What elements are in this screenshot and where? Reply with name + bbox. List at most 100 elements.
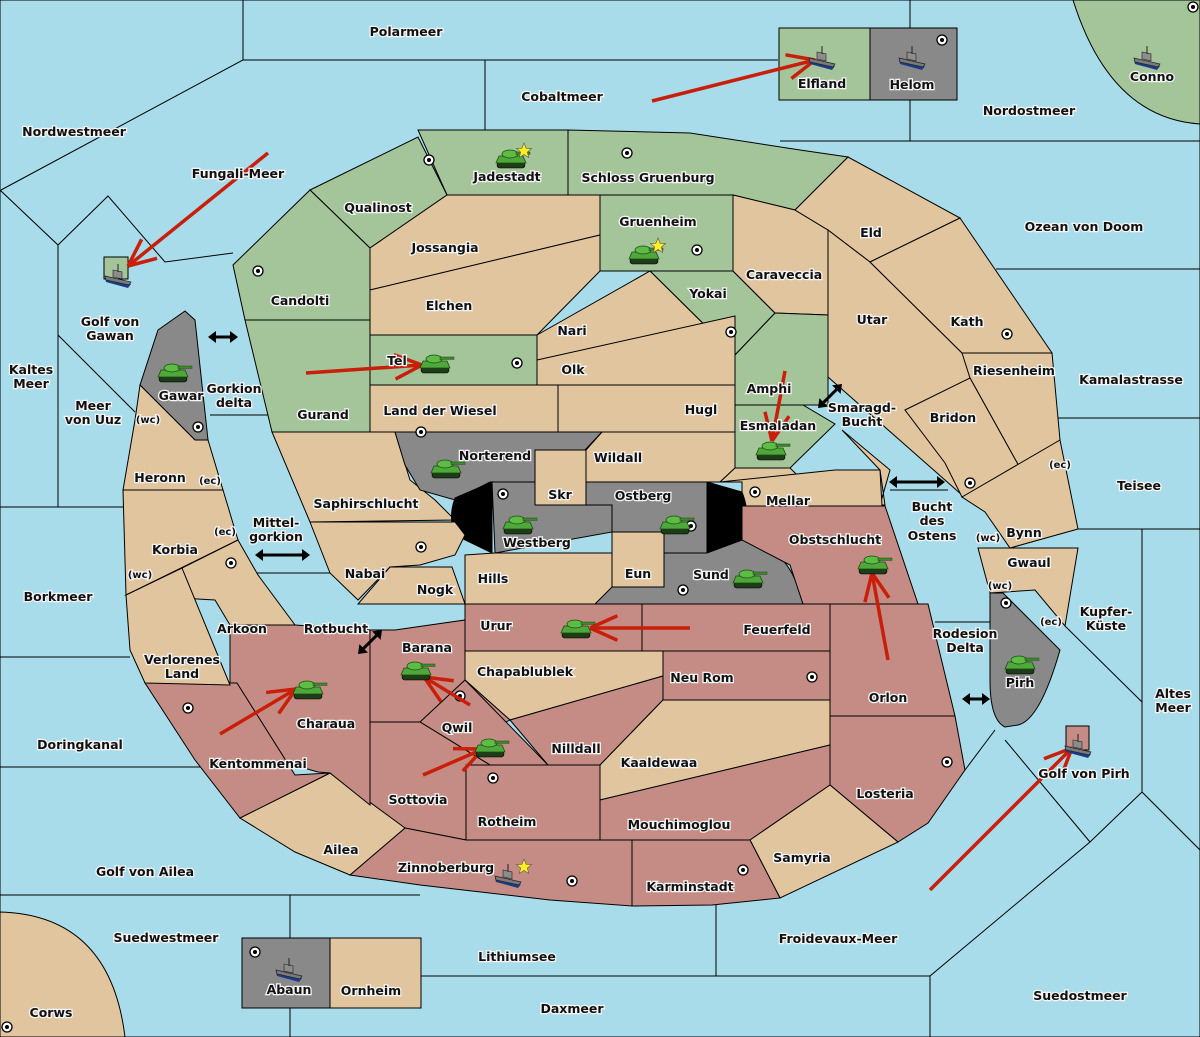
coast-tag-korbia-wc: (wc) [128, 570, 152, 581]
territory-verlorenes-land[interactable] [125, 567, 231, 686]
supply-center-icon [252, 265, 264, 277]
star-icon [515, 142, 533, 159]
label-nogk: Nogk [417, 582, 454, 597]
label-helom: Helom [890, 77, 935, 92]
coast-tag-bynn-ec: (ec) [1049, 460, 1071, 471]
label-abaun: Abaun [267, 982, 312, 997]
label-hugl: Hugl [685, 402, 718, 417]
label-samyria: Samyria [773, 850, 831, 865]
border-kupfer-golfpirh [1064, 625, 1143, 703]
territory-bynn[interactable] [961, 439, 1079, 549]
army-unit-icon[interactable] [659, 515, 695, 535]
army-unit-icon[interactable] [157, 363, 193, 383]
label-conno: Conno [1130, 69, 1175, 84]
label-caraveccia: Caraveccia [746, 267, 822, 282]
border-rodesion-froidevaux [964, 729, 996, 771]
star-icon [515, 858, 533, 875]
label-wildall: Wildall [594, 450, 642, 465]
fleet-unit-icon[interactable] [275, 958, 303, 982]
label-meer-von-uuz-1: Meer [75, 398, 111, 413]
supply-center-icon [1, 1021, 13, 1033]
supply-center-icon [749, 486, 761, 498]
fleet-unit-icon[interactable] [104, 264, 132, 288]
fleet-unit-icon[interactable] [1064, 734, 1092, 758]
border-gawan-seas [0, 189, 234, 263]
army-unit-icon[interactable] [474, 738, 510, 758]
army-unit-icon[interactable] [430, 459, 466, 479]
fleet-unit-icon[interactable] [1133, 46, 1161, 70]
label-gorkion-delta-2: delta [216, 395, 252, 410]
territory-ornheim[interactable] [329, 937, 422, 1009]
label-korbia: Korbia [152, 542, 198, 557]
supply-center-icon [415, 541, 427, 553]
label-verlorenes-land-1: Verlorenes [144, 652, 220, 667]
territory-corws[interactable] [0, 911, 126, 1037]
label-golf-von-pirh: Golf von Pirh [1038, 766, 1129, 781]
label-mittelgorkion-2: gorkion [249, 529, 303, 544]
label-kaaldewaa: Kaaldewaa [621, 755, 698, 770]
label-obstschlucht: Obstschlucht [789, 532, 881, 547]
label-eun: Eun [625, 566, 651, 581]
territory-nabai[interactable] [309, 521, 466, 601]
territory-gwaul[interactable] [977, 547, 1079, 628]
label-westberg: Westberg [503, 535, 571, 550]
supply-center-icon [691, 244, 703, 256]
army-unit-icon[interactable] [755, 441, 791, 461]
army-unit-icon[interactable] [1004, 655, 1040, 675]
army-unit-icon[interactable] [502, 515, 538, 535]
label-tel: Tel [387, 353, 407, 368]
territory-arkoon[interactable] [124, 539, 296, 626]
label-arkoon: Arkoon [217, 621, 267, 636]
label-verlorenes-land-2: Land [165, 666, 199, 681]
label-jadestadt: Jadestadt [472, 169, 540, 184]
order-arrow [589, 614, 690, 642]
army-unit-icon[interactable] [419, 354, 455, 374]
army-unit-icon[interactable] [857, 555, 893, 575]
label-doringkanal: Doringkanal [37, 737, 123, 752]
label-riesenheim: Riesenheim [973, 363, 1055, 378]
territory-kentommenai[interactable] [144, 682, 331, 819]
label-borkmeer: Borkmeer [24, 589, 94, 604]
label-esmaladan: Esmaladan [740, 418, 816, 433]
army-unit-icon[interactable] [732, 569, 768, 589]
supply-center-icon [725, 326, 737, 338]
label-kupfer-kueste-2: Küste [1086, 618, 1126, 633]
label-rodesion-delta-1: Rodesion [933, 626, 998, 641]
territory-gruenheim[interactable] [599, 194, 734, 272]
army-unit-icon[interactable] [560, 619, 596, 639]
coast-tag-gwaul-ec: (ec) [1040, 617, 1062, 628]
coast-tag-gwaul-wc: (wc) [988, 581, 1012, 592]
order-arrow [763, 370, 791, 442]
supply-center-icon [621, 147, 633, 159]
label-rodesion-delta-2: Delta [946, 640, 984, 655]
supply-center-icon [192, 421, 204, 433]
label-bucht-des-ostens-1: Bucht [912, 499, 953, 514]
supply-center-icon [1000, 597, 1012, 609]
label-mellar: Mellar [766, 493, 811, 508]
army-unit-icon[interactable] [400, 661, 436, 681]
supply-center-icon [225, 557, 237, 569]
fleet-unit-icon[interactable] [808, 46, 836, 70]
double-arrow-icon [255, 549, 310, 561]
fleet-unit-icon[interactable] [494, 864, 522, 888]
supply-center-icon [941, 756, 953, 768]
territory-elchen[interactable] [369, 234, 601, 336]
order-arrow [126, 151, 270, 268]
label-bridon: Bridon [930, 410, 976, 425]
supply-center-icon [936, 34, 948, 46]
army-unit-icon[interactable] [495, 149, 531, 169]
territory-zinnoberburg[interactable] [348, 827, 633, 907]
fleet-unit-icon[interactable] [898, 46, 926, 70]
label-skr: Skr [548, 487, 572, 502]
label-gurand: Gurand [297, 407, 349, 422]
army-unit-icon[interactable] [292, 680, 328, 700]
coast-tag-gawar-wc: (wc) [136, 415, 160, 426]
label-land-der-wiesel: Land der Wiesel [383, 403, 496, 418]
supply-center-icon [487, 772, 499, 784]
label-qualinost: Qualinost [344, 200, 411, 215]
label-fungali-meer: Fungali-Meer [192, 166, 285, 181]
supply-center-icon [806, 671, 818, 683]
